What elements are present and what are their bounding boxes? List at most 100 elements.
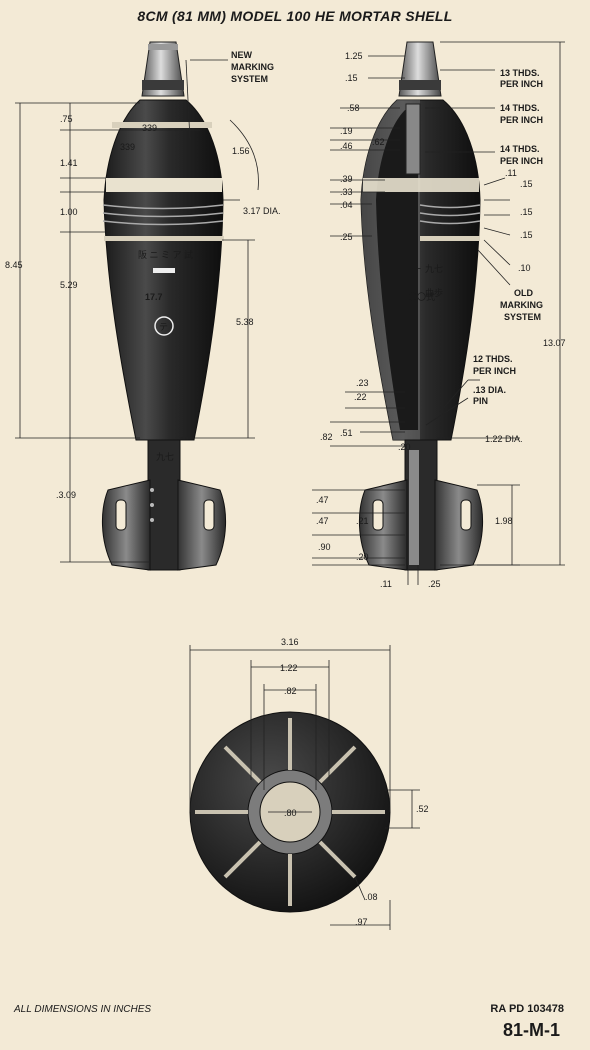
dim-5-38: 5.38: [236, 317, 254, 327]
thds-14b-label-2: PER INCH: [500, 156, 543, 166]
dim-0-82: .82: [320, 432, 333, 442]
units-note: ALL DIMENSIONS IN INCHES: [14, 1004, 152, 1015]
right-dimension-lines: [312, 41, 565, 585]
dim-3-17-dia: 3.17 DIA.: [243, 206, 281, 216]
dim-0-25: .25: [340, 232, 353, 242]
reference-number: RA PD 103478: [490, 1003, 564, 1015]
left-stamp-glyph: テ: [159, 322, 168, 332]
right-fin-right: [434, 479, 484, 571]
thds-14b-label-1: 14 THDS.: [500, 144, 540, 154]
dim-0-62: .62: [372, 137, 385, 147]
dim-1-22-base: 1.22: [280, 663, 298, 673]
dim-0-04: .04: [340, 200, 353, 210]
dim-0-46: .46: [340, 141, 353, 151]
dim-8-45: 8.45: [5, 260, 23, 270]
dim-1-56: 1.56: [232, 146, 250, 156]
new-marking-label-1: NEW: [231, 50, 253, 60]
dim-0-80: .80: [284, 808, 297, 818]
right-kanji-3: 一: [412, 264, 421, 274]
dim-0-23: .23: [356, 378, 369, 388]
dim-0-11: .11: [505, 168, 517, 178]
dim-0-82-base: .82: [284, 686, 297, 696]
base-fins: [195, 718, 385, 906]
right-kanji-1: 九七: [425, 264, 443, 274]
dim-0-75: .75: [60, 114, 73, 124]
right-light-band: [363, 178, 479, 192]
thds-14a-label-1: 14 THDS.: [500, 103, 540, 113]
dim-0-51: .51: [340, 428, 353, 438]
dim-1-41: 1.41: [60, 158, 78, 168]
dim-0-97: .97: [355, 917, 368, 927]
dim-0-22: .22: [354, 392, 367, 402]
left-dimension-lines: [15, 59, 259, 563]
dim-0-10: .10: [518, 263, 531, 273]
dim-1-00: 1.00: [60, 207, 78, 217]
left-stamp-circle: [154, 316, 174, 336]
left-stamp-number: 339: [142, 123, 157, 133]
left-boom-mark: 九七: [156, 452, 174, 462]
thds-13-label-2: PER INCH: [500, 79, 543, 89]
right-cutaway-view: 九七 曲歩 一 〇〇式: [358, 41, 484, 571]
dim-13-07: 13.07: [543, 338, 566, 348]
left-light-band: [106, 178, 222, 192]
left-fin-right: [177, 479, 227, 571]
right-grooves: [419, 204, 481, 225]
right-booster-tube: [405, 103, 421, 175]
left-upper-band: [112, 122, 212, 128]
left-exterior-view: 阪 ニ ミ ア 試 17.7 テ 339 339 九七: [101, 41, 227, 571]
dim-0-25b: .25: [428, 579, 441, 589]
dim-0-58: .58: [347, 103, 360, 113]
left-kanji-band: 阪 ニ ミ ア 試: [138, 249, 193, 260]
old-marking-label-1: OLD: [514, 288, 533, 298]
diagram-title: 8CM (81 MM) MODEL 100 HE MORTAR SHELL: [137, 8, 453, 24]
dim-0-21: .21: [356, 516, 369, 526]
dim-0-90: .90: [318, 542, 331, 552]
old-marking-label-3: SYSTEM: [504, 312, 541, 322]
right-fin-slot-left: [372, 499, 384, 531]
dim-1-25: 1.25: [345, 51, 363, 61]
thds-13-label-1: 13 THDS.: [500, 68, 540, 78]
dim-0-08: .08: [365, 892, 378, 902]
right-kanji-4: 〇〇式: [408, 291, 435, 302]
left-white-bar: [153, 268, 175, 273]
dim-0-15d: .15: [520, 230, 533, 240]
dim-0-52: .52: [416, 804, 429, 814]
dim-0-15b: .15: [520, 179, 533, 189]
dim-3-09: .3.09: [56, 490, 76, 500]
dim-3-16: 3.16: [281, 637, 299, 647]
dim-0-15a: .15: [345, 73, 358, 83]
dim-0-33: .33: [340, 187, 353, 197]
right-kanji-2: 曲歩: [425, 287, 443, 298]
pin-dia-label-2: PIN: [473, 396, 488, 406]
plate-number: 81-M-1: [502, 1020, 560, 1040]
new-marking-label-3: SYSTEM: [231, 74, 268, 84]
dim-0-20a: .20: [398, 442, 411, 452]
right-lower-band: [420, 236, 480, 241]
left-stamp-number-2: 339: [120, 142, 135, 152]
left-flash-holes: [150, 488, 154, 522]
pin-dia-label-1: .13 DIA.: [473, 385, 506, 395]
right-fin-slot-right: [460, 499, 472, 531]
left-fin-slot-left: [115, 499, 127, 531]
left-fin-slot-right: [203, 499, 215, 531]
old-marking-label-2: MARKING: [500, 300, 543, 310]
new-marking-label-2: MARKING: [231, 62, 274, 72]
dim-1-98: 1.98: [495, 516, 513, 526]
dim-5-29: 5.29: [60, 280, 78, 290]
left-fuze-ring: [142, 80, 184, 90]
left-grooves: [102, 204, 224, 226]
right-fuze-ring: [399, 80, 441, 90]
dim-0-47a: .47: [316, 495, 329, 505]
dim-0-39: .39: [340, 174, 353, 184]
base-dimension-lines: [189, 645, 420, 930]
dim-0-15c: .15: [520, 207, 533, 217]
thds-12-label-2: PER INCH: [473, 366, 516, 376]
dim-0-20b: .20: [356, 552, 369, 562]
thds-14a-label-2: PER INCH: [500, 115, 543, 125]
right-boom-section: [409, 450, 419, 565]
dim-1-22-dia: 1.22 DIA.: [485, 434, 523, 444]
left-fuze-cap: [148, 44, 178, 50]
left-lower-band: [104, 236, 224, 241]
dim-0-19: .19: [340, 126, 353, 136]
